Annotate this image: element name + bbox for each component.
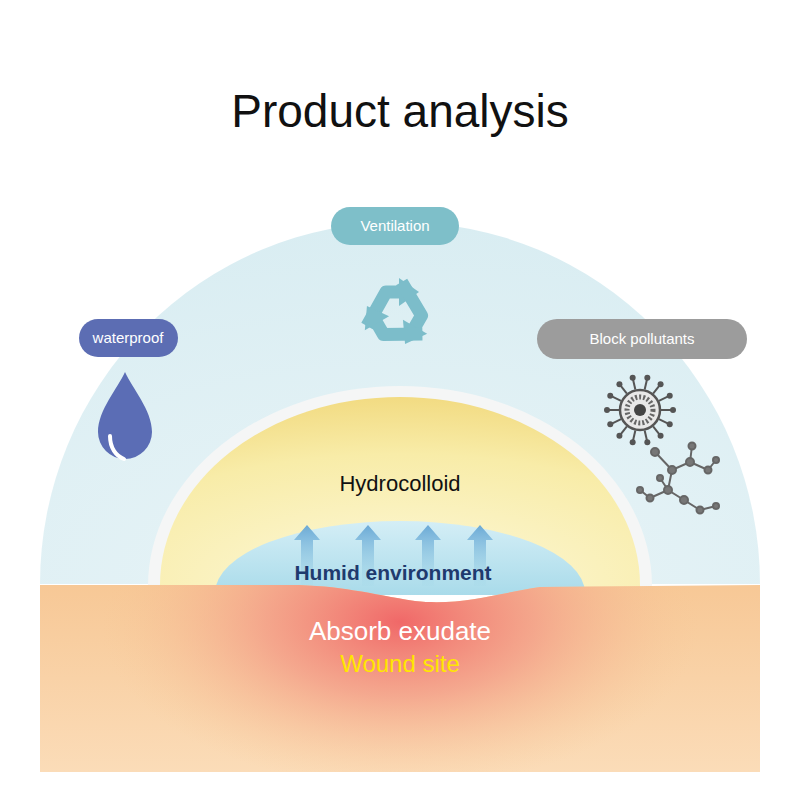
bacteria-spike-tip <box>607 393 613 399</box>
bacteria-spike-tip <box>616 381 622 387</box>
region-label: Absorb exudate <box>309 617 491 647</box>
feature-pill: Ventilation <box>331 207 459 245</box>
region-label: Hydrocolloid <box>339 471 460 496</box>
bacteria-spike-tip <box>667 393 673 399</box>
bacteria-icon <box>604 375 719 514</box>
bacteria-spike-tip <box>630 439 636 445</box>
pill-label: waterproof <box>93 329 164 346</box>
humid-dome: Humid environment <box>215 520 585 595</box>
wound-redness <box>40 585 760 772</box>
feature-pill: waterproof <box>79 319 178 357</box>
region-label: Humid environment <box>294 561 491 585</box>
bacteria-spike-tip <box>644 439 650 445</box>
bacteria-spike-tip <box>670 407 676 413</box>
skin-band: Absorb exudateWound site <box>40 582 760 772</box>
humid-dome-fill <box>215 521 585 595</box>
region-sublabel: Wound site <box>340 650 460 678</box>
water-drop-icon <box>98 372 152 459</box>
bacteria-spike-tip <box>607 421 613 427</box>
bacteria-spike-tip <box>658 381 664 387</box>
bacteria-spike-tip <box>630 375 636 381</box>
recycle-icon <box>355 278 443 358</box>
pill-label: Ventilation <box>360 217 429 234</box>
bacteria-spike-tip <box>658 433 664 439</box>
bacteria-spike-tip <box>604 407 610 413</box>
bacteria-spike-tip <box>644 375 650 381</box>
hydrocolloid-layer: HydrocolloidHumid environment <box>160 397 640 587</box>
bacteria-spike-tip <box>667 421 673 427</box>
skin-fill <box>40 585 760 772</box>
pill-label: Block pollutants <box>589 330 694 347</box>
feature-pill: Block pollutants <box>537 319 747 359</box>
bacteria-spike-tip <box>616 433 622 439</box>
title: Product analysis <box>0 86 800 137</box>
